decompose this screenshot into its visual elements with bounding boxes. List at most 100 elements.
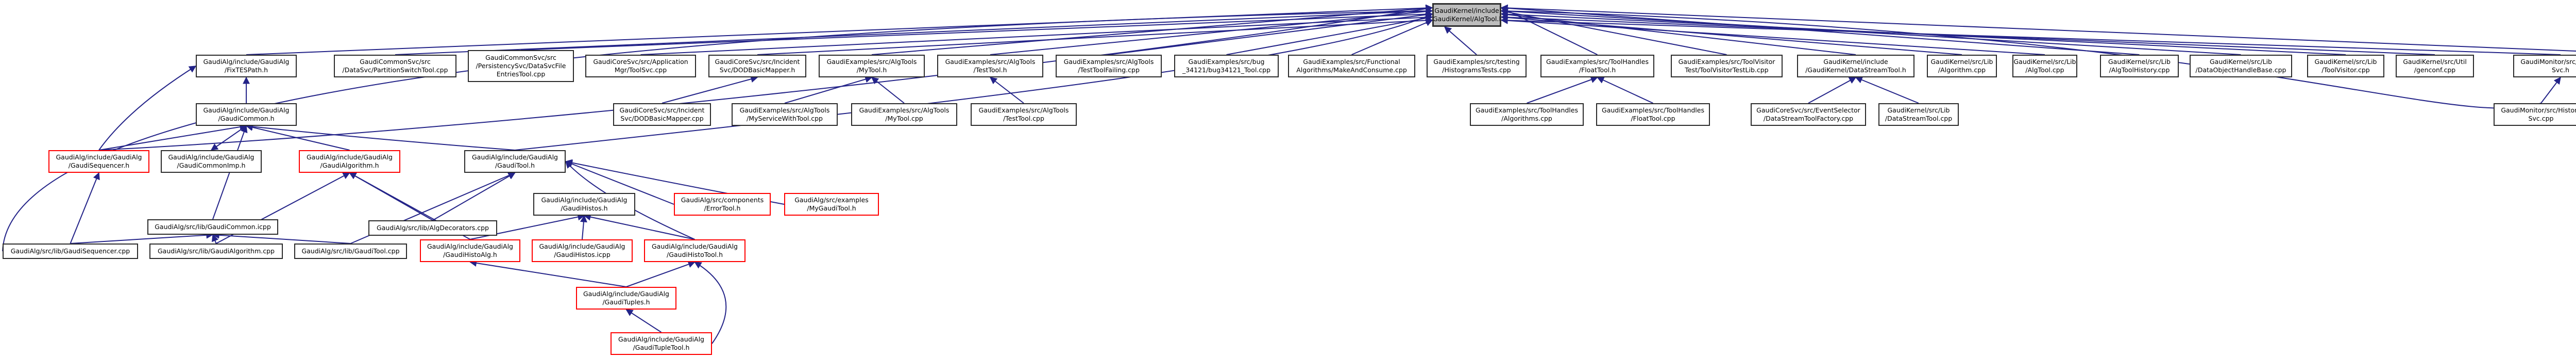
graph-node-gaudialgorithm_h[interactable]: GaudiAlg/include/GaudiAlg/GaudiAlgorithm… [299, 150, 400, 173]
graph-node-errortool[interactable]: GaudiAlg/src/components/ErrorTool.h [674, 193, 771, 216]
graph-node-label-line: GaudiAlg/include/GaudiAlg [56, 153, 142, 161]
edge-bug34121-to-root [1226, 14, 1433, 55]
graph-node-gaudicommon_h[interactable]: GaudiAlg/include/GaudiAlg/GaudiCommon.h [196, 103, 297, 126]
graph-node-label-line: GaudiAlg/include/GaudiAlg [203, 58, 290, 66]
graph-node-mygauditool[interactable]: GaudiAlg/src/examples/MyGaudiTool.h [784, 193, 879, 216]
edge-algtoolhistory-to-root [1500, 4, 2140, 55]
graph-node-label-line: GaudiAlg/include/GaudiAlg [583, 290, 669, 298]
graph-node-label-line: GaudiExamples/src/AlgTools [859, 106, 950, 114]
graph-node-label-line: GaudiCoreSvc/src/EventSelector [1756, 106, 1860, 114]
graph-node-algtoolhistory[interactable]: GaudiKernel/src/Lib/AlgToolHistory.cpp [2100, 55, 2179, 77]
graph-node-label-line: GaudiCoreSvc/src/Incident [619, 106, 705, 114]
graph-node-label-line: /DataStreamTool.cpp [1885, 115, 1953, 122]
graph-node-label-line: /TestTool.cpp [1003, 115, 1044, 122]
graph-node-algorithm_cpp[interactable]: GaudiKernel/src/Lib/Algorithm.cpp [1927, 55, 1997, 77]
graph-node-gaudihistotool[interactable]: GaudiAlg/include/GaudiAlg/GaudiHistoTool… [644, 239, 745, 262]
graph-node-label-line: /TestTool.h [973, 66, 1007, 74]
graph-node-label-line: GaudiCommonSvc/src [360, 58, 431, 66]
graph-node-testtool_h[interactable]: GaudiExamples/src/AlgTools/TestTool.h [937, 55, 1043, 77]
graph-node-label-line: GaudiCoreSvc/src/Incident [715, 58, 800, 66]
graph-node-label-line: GaudiKernel/src/Lib [2108, 58, 2171, 66]
graph-node-label-line: /FixTESPath.h [224, 66, 268, 74]
graph-node-label-line: /GaudiKernel/DataStreamTool.h [1805, 66, 1906, 74]
graph-node-datastreamtool_h[interactable]: GaudiKernel/include/GaudiKernel/DataStre… [1797, 55, 1914, 77]
graph-node-label-line: Algorithms/MakeAndConsume.cpp [1296, 66, 1407, 74]
graph-node-gaudihistos_icpp[interactable]: GaudiAlg/include/GaudiAlg/GaudiHistos.ic… [532, 239, 633, 262]
graph-node-datastreamtool_cpp[interactable]: GaudiKernel/src/Lib/DataStreamTool.cpp [1878, 103, 1959, 126]
graph-node-gaudihistos_h[interactable]: GaudiAlg/include/GaudiAlg/GaudiHistos.h [533, 193, 635, 216]
graph-node-gaudicommonimp[interactable]: GaudiAlg/include/GaudiAlg/GaudiCommonImp… [161, 150, 262, 173]
graph-node-label-line: Svc.h [2551, 66, 2570, 74]
graph-node-mytool_cpp[interactable]: GaudiExamples/src/AlgTools/MyTool.cpp [851, 103, 957, 126]
edge-gaudialgorithm_h-to-gaudicommon_h [245, 124, 350, 151]
edge-toolvisitor_cpp-to-root [1500, 10, 2346, 55]
graph-node-label-line: GaudiAlg/src/examples [794, 196, 869, 204]
graph-node-label-line: /HistogramsTests.cpp [1442, 66, 1511, 74]
graph-node-testtool_cpp[interactable]: GaudiExamples/src/AlgTools/TestTool.cpp [971, 103, 1077, 126]
graph-node-gaudituplotool[interactable]: GaudiAlg/include/GaudiAlg/GaudiTupleTool… [611, 332, 712, 355]
edge-algdecorators-to-gauditool_h [432, 172, 516, 221]
edge-gaudihistotool-to-gaudihistos_h [583, 213, 695, 240]
graph-node-label-line: GaudiExamples/src/AlgTools [826, 58, 917, 66]
graph-node-fixtespath[interactable]: GaudiAlg/include/GaudiAlg/FixTESPath.h [196, 55, 297, 77]
graph-node-gaudituples[interactable]: GaudiAlg/include/GaudiAlg/GaudiTuples.h [576, 287, 676, 310]
graph-node-label-line: GaudiKernel/src/Util [2403, 58, 2467, 66]
edge-makeandconsume-to-root [1351, 19, 1433, 55]
edge-gaudisequencer_cpp-to-gaudicommon_icpp [70, 231, 214, 244]
graph-node-gauditool_h[interactable]: GaudiAlg/include/GaudiAlg/GaudiTool.h [464, 150, 566, 173]
graph-node-label-line: /MyTool.cpp [885, 115, 923, 122]
graph-node-floattool_cpp[interactable]: GaudiExamples/src/ToolHandles/FloatTool.… [1596, 103, 1710, 126]
graph-node-label-line: GaudiAlg/src/lib/GaudiTool.cpp [301, 247, 400, 255]
graph-node-label-line: GaudiAlg/include/GaudiAlg [541, 196, 628, 204]
graph-node-label-line: GaudiExamples/src/testing [1433, 58, 1520, 66]
graph-node-label-line: GaudiExamples/src/bug [1188, 58, 1265, 66]
graph-node-datastreamfactory[interactable]: GaudiCoreSvc/src/EventSelector/DataStrea… [1751, 103, 1866, 126]
graph-node-label-line: GaudiExamples/src/Functional [1303, 58, 1400, 66]
graph-node-genconf[interactable]: GaudiKernel/src/Util/genconf.cpp [2396, 55, 2474, 77]
graph-node-label-line: /AlgTool.cpp [2025, 66, 2064, 74]
graph-node-label-line: Svc.cpp [2528, 115, 2554, 122]
graph-node-histogramstests[interactable]: GaudiExamples/src/testing/HistogramsTest… [1427, 55, 1527, 77]
graph-node-gaudihistoalg[interactable]: GaudiAlg/include/GaudiAlg/GaudiHistoAlg.… [420, 239, 520, 262]
edge-gauditool_h-to-root [515, 13, 1433, 151]
graph-node-dataobjecthandle[interactable]: GaudiKernel/src/Lib/DataObjectHandleBase… [2190, 55, 2292, 77]
graph-node-mytool_h[interactable]: GaudiExamples/src/AlgTools/MyTool.h [819, 55, 925, 77]
graph-node-algtool_cpp[interactable]: GaudiKernel/src/Lib/AlgTool.cpp [2012, 55, 2077, 77]
graph-node-root[interactable]: GaudiKernel/include/GaudiKernel/AlgTool.… [1432, 3, 1501, 27]
graph-node-myservicewithtool[interactable]: GaudiExamples/src/AlgTools/MyServiceWith… [732, 103, 838, 126]
edge-dodmapper_h-to-root [757, 17, 1433, 55]
graph-node-gaudicommon_icpp[interactable]: GaudiAlg/src/lib/GaudiCommon.icpp [147, 219, 278, 235]
graph-node-testtoolfailing[interactable]: GaudiExamples/src/AlgTools/TestToolFaili… [1056, 55, 1162, 77]
graph-node-label-line: Test/ToolVisitorTestLib.cpp [1685, 66, 1769, 74]
graph-node-gaudisequencer_cpp[interactable]: GaudiAlg/src/lib/GaudiSequencer.cpp [3, 244, 138, 259]
edge-filereadtool-to-root [1500, 4, 2576, 52]
graph-node-algorithms_cpp[interactable]: GaudiExamples/src/ToolHandles/Algorithms… [1470, 103, 1584, 126]
graph-node-label-line: GaudiAlg/include/GaudiAlg [618, 335, 704, 343]
graph-node-partitionswitch[interactable]: GaudiCommonSvc/src/DataSvc/PartitionSwit… [334, 55, 456, 77]
graph-node-gaudialgorithm_cpp[interactable]: GaudiAlg/src/lib/GaudiAlgorithm.cpp [149, 244, 283, 259]
graph-node-algdecorators[interactable]: GaudiAlg/src/lib/AlgDecorators.cpp [368, 220, 497, 236]
graph-node-gauditool_cpp[interactable]: GaudiAlg/src/lib/GaudiTool.cpp [294, 244, 407, 259]
graph-node-floattool_h[interactable]: GaudiExamples/src/ToolHandles/FloatTool.… [1540, 55, 1654, 77]
edge-gaudituples-to-gaudihistoalg [469, 259, 626, 287]
edge-testtool_h-to-root [990, 8, 1433, 55]
graph-node-gaudisequencer_h[interactable]: GaudiAlg/include/GaudiAlg/GaudiSequencer… [48, 150, 149, 173]
graph-node-datasvcfile[interactable]: GaudiCommonSvc/src/PersistencySvc/DataSv… [468, 50, 574, 82]
edge-gaudisequencer_h-to-root [98, 5, 1433, 151]
edge-myservicewithtool-to-mytool_h [784, 75, 873, 104]
graph-node-label-line: GaudiExamples/src/ToolHandles [1602, 106, 1704, 114]
graph-node-bug34121[interactable]: GaudiExamples/src/bug_34121/bug34121_Too… [1174, 55, 1279, 77]
graph-node-toolvisitor_cpp[interactable]: GaudiKernel/src/Lib/ToolVisitor.cpp [2307, 55, 2384, 77]
graph-node-label-line: GaudiAlg/src/lib/GaudiAlgorithm.cpp [157, 247, 275, 255]
graph-node-label-line: /GaudiHistoTool.h [667, 251, 723, 258]
edge-historysvc_cpp-to-historysvc_h [2540, 76, 2561, 104]
graph-node-label-line: /GaudiHistos.icpp [554, 251, 611, 258]
graph-node-label-line: GaudiAlg/include/GaudiAlg [539, 242, 625, 250]
